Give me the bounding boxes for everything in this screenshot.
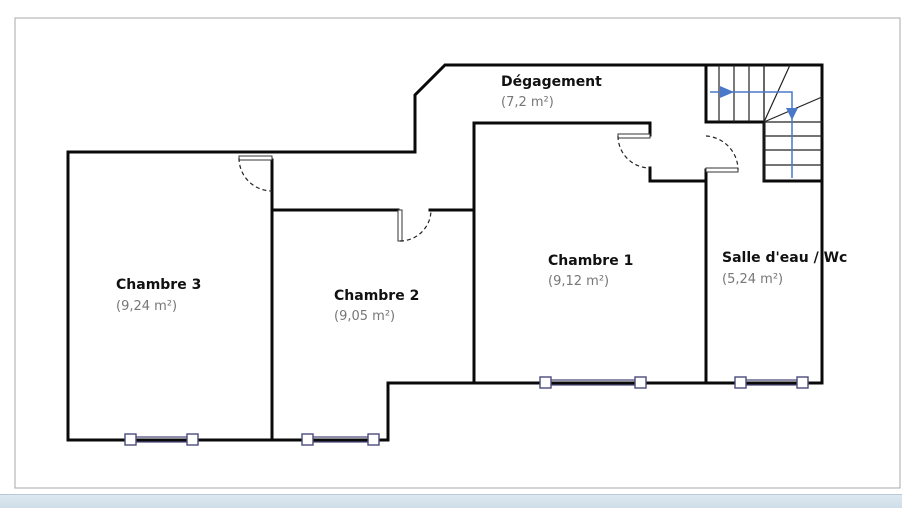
room-area-chambre2: (9,05 m²) xyxy=(334,309,395,324)
window-frame-c1-left xyxy=(539,376,552,389)
door-leaf-chambre1 xyxy=(617,133,651,139)
window-frame-se-left xyxy=(734,376,747,389)
door-swing-chambre1 xyxy=(617,135,651,169)
bottom-toolbar-strip xyxy=(0,494,902,508)
window-frame-c2-right xyxy=(367,433,380,446)
room-name-chambre3: Chambre 3 xyxy=(116,277,201,293)
walls xyxy=(66,63,824,442)
room-area-degagement: (7,2 m²) xyxy=(501,95,554,110)
room-name-chambre1: Chambre 1 xyxy=(548,253,633,269)
wall-bottom-outer xyxy=(270,381,824,442)
wall-chambre3-outer xyxy=(66,150,274,442)
stair-arrow-down-icon xyxy=(786,108,798,120)
room-area-salle-eau: (5,24 m²) xyxy=(722,272,783,287)
room-area-chambre1: (9,12 m²) xyxy=(548,274,609,289)
window-frame-c2-left xyxy=(301,433,314,446)
wall-c1-right-top xyxy=(648,166,708,183)
windows xyxy=(124,376,809,446)
door-leaf-chambre3 xyxy=(238,155,273,161)
room-name-chambre2: Chambre 2 xyxy=(334,288,419,304)
door-swing-salle-eau xyxy=(705,135,739,171)
stair-arrow-right-icon xyxy=(720,86,734,98)
room-area-chambre3: (9,24 m²) xyxy=(116,299,177,314)
door-leaf-chambre2 xyxy=(397,209,403,242)
room-name-salle-eau: Salle d'eau / Wc xyxy=(722,250,847,266)
doors xyxy=(238,133,739,242)
wall-c1-top xyxy=(472,121,652,137)
window-frame-c1-right xyxy=(634,376,647,389)
window-frame-c3-left xyxy=(124,433,137,446)
room-name-degagement: Dégagement xyxy=(501,74,602,90)
labels: Dégagement (7,2 m²) Chambre 1 (9,12 m²) … xyxy=(116,74,847,324)
door-swing-chambre2 xyxy=(399,209,432,242)
wall-top-outer xyxy=(66,63,824,385)
window-frame-se-right xyxy=(796,376,809,389)
door-leaf-salle-eau xyxy=(705,167,739,173)
drawing-frame xyxy=(14,17,901,489)
staircase xyxy=(710,64,823,181)
stair-direction-line xyxy=(710,91,793,178)
window-frame-c3-right xyxy=(186,433,199,446)
